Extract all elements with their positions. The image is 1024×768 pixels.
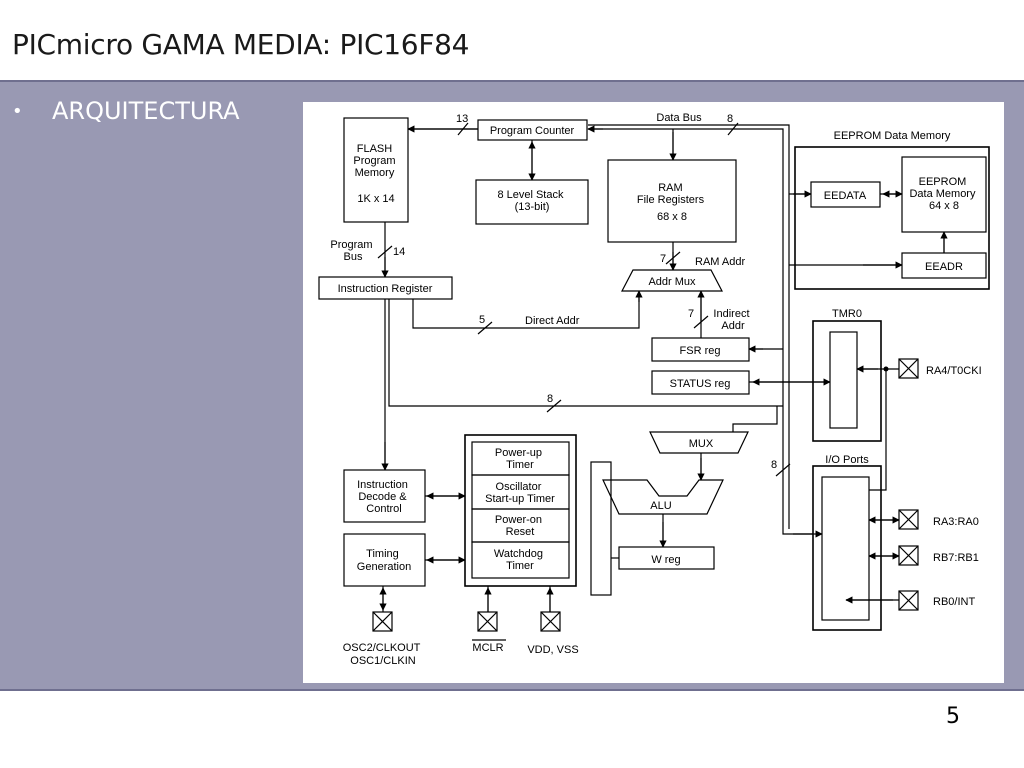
timing-generation-label: Timing Generation: [357, 548, 411, 573]
ram-addr-label: RAM Addr: [695, 256, 745, 268]
instruction-register-label: Instruction Register: [338, 283, 433, 295]
osc-pin-icon: [372, 611, 393, 632]
page-number: 5: [946, 704, 960, 729]
rb0-pin-icon: [898, 590, 919, 611]
mux-label: MUX: [689, 438, 714, 450]
mclr-pin-icon: [477, 611, 498, 632]
oscillator-timer-label: Oscillator Start-up Timer: [485, 481, 555, 505]
data-bus-line-2: [588, 124, 790, 529]
status-reg-label: STATUS reg: [670, 378, 731, 390]
instruction-decode-label: Instruction Decode & Control: [357, 479, 411, 515]
ir-to-mux-bus: [388, 299, 783, 407]
io-ports-block: [812, 465, 882, 631]
pic16f84-block-diagram: FLASH Program Memory 1K x 14 Program Cou…: [318, 112, 990, 667]
bus-width-indirect: 7: [688, 308, 694, 320]
alu-label: ALU: [650, 500, 671, 512]
bus-width-ir-mux: 8: [547, 393, 553, 405]
tmr0-register: [829, 331, 858, 429]
block-diagram: FLASH Program Memory 1K x 14 Program Cou…: [303, 102, 1004, 683]
ra4-label: RA4/T0CKI: [926, 365, 982, 377]
vdd-vss-label: VDD, VSS: [527, 644, 578, 656]
w-reg-label: W reg: [651, 554, 680, 566]
ram-label: RAM File Registers 68 x 8: [637, 182, 707, 223]
tmr0-block: [812, 320, 882, 442]
timing-generation-block: [343, 533, 426, 587]
program-counter-label: Program Counter: [490, 125, 575, 137]
bus-width-data: 8: [727, 113, 733, 125]
power-on-reset-label: Power-on Reset: [495, 514, 545, 538]
ra-pins-icon: [898, 509, 919, 530]
databus-to-mux: [732, 406, 778, 432]
eeprom-outer-block: [794, 146, 990, 290]
osc-pins-label: OSC2/CLKOUT OSC1/CLKIN: [343, 642, 424, 667]
alu-feedback-bus: [590, 461, 612, 596]
program-bus-label: Program Bus: [330, 239, 375, 263]
flash-memory-block: [343, 117, 409, 223]
bus-width-direct: 5: [479, 314, 485, 326]
power-up-timer-label: Power-up Timer: [495, 447, 545, 471]
bullet-text: ARQUITECTURA: [52, 97, 240, 125]
addr-mux-block: [621, 269, 723, 292]
flash-label: FLASH Program Memory 1K x 14: [353, 143, 398, 205]
ra4-to-io: [869, 369, 887, 491]
vdd-pin-icon: [540, 611, 561, 632]
rb-pins-label: RB7:RB1: [933, 552, 979, 564]
bus-width-program: 14: [393, 246, 405, 258]
data-bus-label: Data Bus: [656, 112, 702, 124]
rb0-pin-label: RB0/INT: [933, 596, 975, 608]
eeprom-title-label: EEPROM Data Memory: [834, 130, 951, 142]
tmr0-label: TMR0: [832, 308, 862, 320]
eedata-label: EEDATA: [824, 190, 867, 202]
ra-pins-label: RA3:RA0: [933, 516, 979, 528]
bus-width-ram-addr: 7: [660, 253, 666, 265]
indirect-addr-label: Indirect Addr: [713, 308, 752, 332]
junction-dot: [883, 366, 889, 372]
io-ports-label: I/O Ports: [825, 454, 869, 466]
io-ports-register: [821, 476, 870, 621]
eeprom-inner-label: EEPROM Data Memory 64 x 8: [909, 176, 978, 212]
direct-addr-label: Direct Addr: [525, 315, 580, 327]
eeadr-label: EEADR: [925, 261, 963, 273]
mux-block: [649, 431, 749, 454]
mclr-label: MCLR: [472, 642, 503, 654]
bullet-dot-icon: •: [12, 100, 23, 122]
power-control-group: [464, 434, 577, 587]
ra4-pin-icon: [898, 358, 919, 379]
watchdog-timer-label: Watchdog Timer: [494, 548, 546, 572]
direct-addr-bus: [412, 291, 640, 329]
fsr-reg-label: FSR reg: [680, 345, 721, 357]
bus-width-io: 8: [771, 459, 777, 471]
stack-label: 8 Level Stack (13-bit): [497, 189, 566, 213]
bus-width-pc: 13: [456, 113, 468, 125]
bullet-item: • ARQUITECTURA: [12, 97, 240, 125]
watchdog-timer-block: [471, 541, 570, 579]
rb-pins-icon: [898, 545, 919, 566]
slide-title: PICmicro GAMA MEDIA: PIC16F84: [12, 28, 470, 61]
addr-mux-label: Addr Mux: [648, 276, 696, 288]
